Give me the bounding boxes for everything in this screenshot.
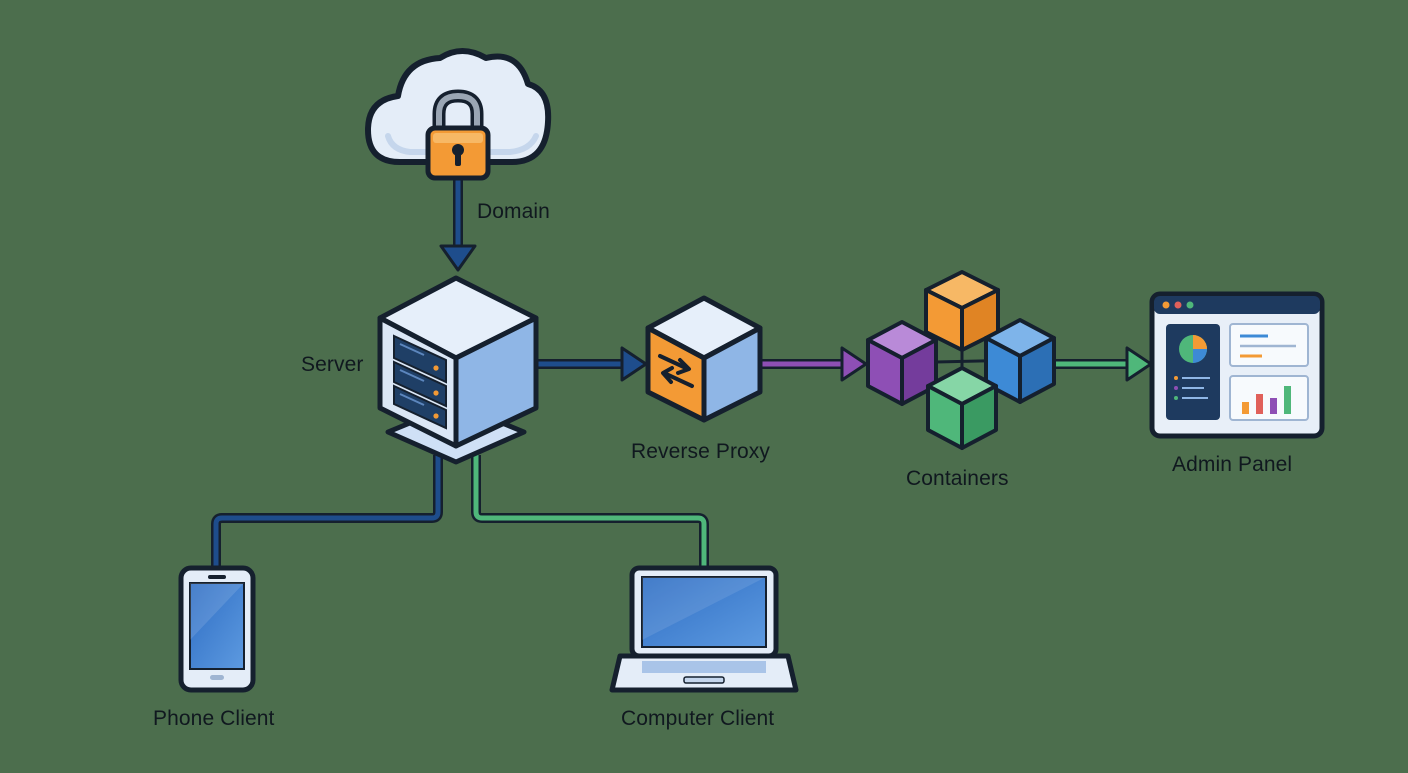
edge-server-computer [471, 455, 709, 568]
containers-cluster-icon [866, 270, 1056, 450]
node-label-admin-panel: Admin Panel [1172, 453, 1293, 476]
smartphone-icon [178, 565, 256, 693]
edge-domain-server [439, 175, 477, 272]
dashboard-window-icon [1149, 291, 1325, 439]
server-cube-icon [377, 275, 539, 465]
edge-proxy-containers [753, 346, 868, 382]
node-label-server: Server [301, 353, 364, 376]
node-label-containers: Containers [906, 467, 1009, 490]
node-label-reverse-proxy: Reverse Proxy [631, 440, 771, 463]
node-label-phone-client: Phone Client [153, 707, 275, 730]
container-cube-green [926, 366, 998, 450]
laptop-icon [609, 565, 799, 693]
edge-server-phone [211, 455, 443, 568]
container-cube-purple [866, 320, 938, 406]
edge-server-proxy [531, 346, 648, 382]
connectors [211, 175, 1153, 568]
node-label-computer-client: Computer Client [621, 707, 775, 730]
node-label-domain: Domain [477, 200, 550, 223]
edge-containers-admin [1051, 346, 1153, 382]
proxy-cube-icon [645, 295, 763, 423]
cloud-lock-icon [365, 48, 552, 181]
